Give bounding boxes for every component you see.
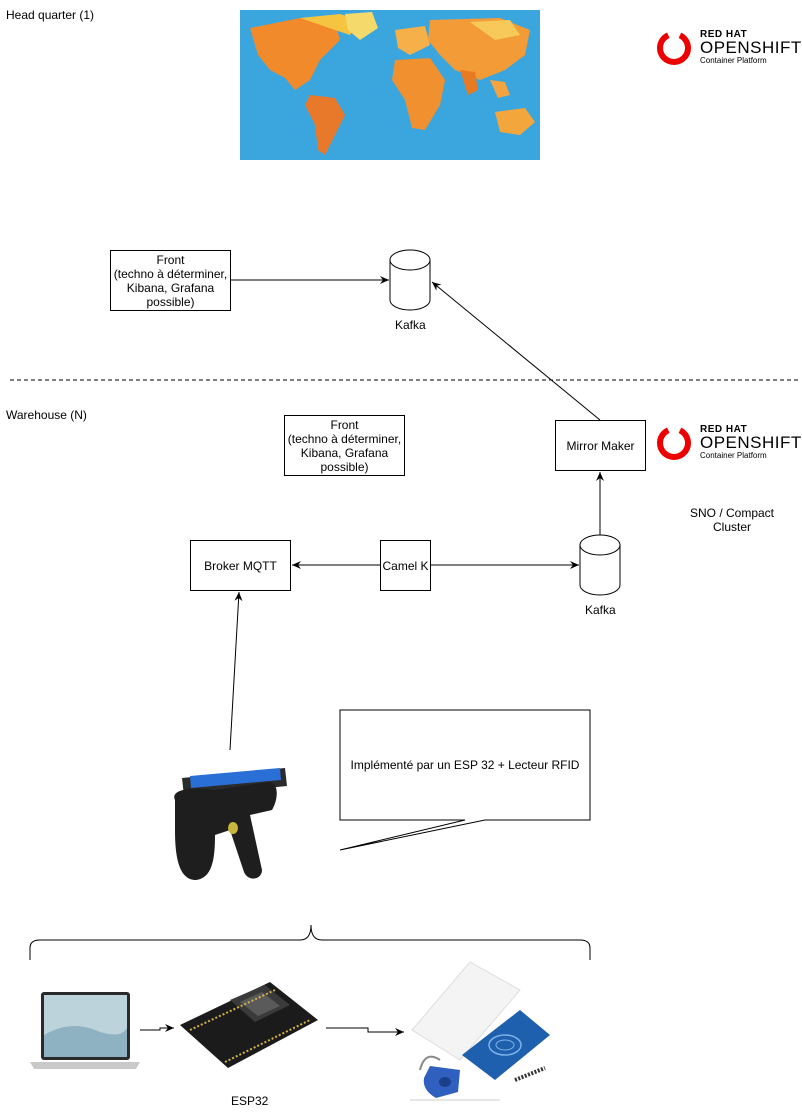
logo-line1: RED HAT	[700, 29, 748, 40]
warehouse-front-box[interactable]: Front (techno à déterminer, Kibana, Graf…	[284, 415, 405, 476]
openshift-logo-hq: RED HAT OPENSHIFT Container Platform	[654, 28, 802, 68]
camel-k-box[interactable]: Camel K	[380, 540, 431, 591]
hq-front-label: Front (techno à déterminer, Kibana, Graf…	[113, 252, 228, 309]
broker-mqtt-box[interactable]: Broker MQTT	[190, 540, 291, 591]
hq-front-box[interactable]: Front (techno à déterminer, Kibana, Graf…	[110, 250, 231, 311]
rfid-reader-kit-image	[410, 961, 550, 1101]
openshift-ring-icon	[657, 31, 691, 65]
laptop-to-esp-arrow	[140, 1024, 174, 1032]
callout-shape	[339, 709, 591, 851]
warehouse-kafka-label: Kafka	[585, 603, 616, 617]
scanner-to-broker-arrow	[229, 591, 243, 751]
logo-line2: OPENSHIFT	[700, 38, 802, 57]
openshift-logo-warehouse: RED HAT OPENSHIFT Container Platform	[654, 423, 802, 463]
warehouse-label: Warehouse (N)	[6, 408, 87, 422]
esp32-board-image	[180, 982, 318, 1068]
openshift-ring-icon	[657, 426, 691, 460]
rfid-scanner-image	[174, 768, 287, 880]
warehouse-kafka-icon	[579, 534, 621, 596]
logo-line1: RED HAT	[700, 424, 748, 435]
headquarter-label: Head quarter (1)	[6, 8, 95, 22]
logo-line2: OPENSHIFT	[700, 433, 802, 452]
laptop-image	[30, 992, 140, 1069]
mirror-to-hq-kafka-arrow	[431, 281, 601, 421]
mirror-maker-box[interactable]: Mirror Maker	[555, 420, 646, 471]
esp-to-rfid-arrow	[326, 1027, 404, 1036]
world-map-image	[240, 10, 540, 160]
callout-text: Implémenté par un ESP 32 + Lecteur RFID	[350, 758, 580, 772]
warehouse-front-label: Front (techno à déterminer, Kibana, Graf…	[287, 417, 402, 474]
broker-mqtt-label: Broker MQTT	[204, 558, 277, 573]
logo-line3: Container Platform	[700, 56, 767, 65]
camel-k-label: Camel K	[382, 558, 429, 573]
mirror-maker-label: Mirror Maker	[566, 438, 635, 453]
components-brace	[29, 924, 591, 960]
hq-kafka-label: Kafka	[395, 318, 426, 332]
esp32-label: ESP32	[231, 1094, 269, 1108]
logo-line3: Container Platform	[700, 451, 767, 460]
sno-cluster-label: SNO / Compact Cluster	[689, 506, 775, 534]
hq-kafka-icon	[389, 249, 431, 311]
